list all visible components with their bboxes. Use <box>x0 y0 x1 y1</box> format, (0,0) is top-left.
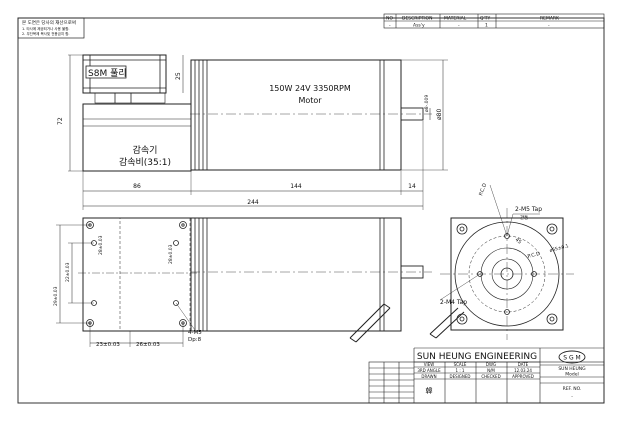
parts-table: NO DESCRIPTION MATERIAL Q'TY REMARK - As… <box>383 13 605 29</box>
note-line-1: 본 도면은 당사의 재산으로써 <box>22 19 76 26</box>
pcd-label-right: P.C.D <box>527 251 541 260</box>
pcd-label-top: P.C.D <box>478 183 488 197</box>
note-line-3: 2. 무단복제 복사및 전용금지 함. <box>22 31 70 36</box>
ref-no-value: - <box>571 395 573 400</box>
m5-top-label: 2-M5 Tap <box>515 206 542 213</box>
parts-header-material: MATERIAL <box>444 16 467 22</box>
dim-motor-80: ø80 <box>436 109 443 120</box>
motor-spec-label: 150W 24V 3350RPM <box>269 84 351 93</box>
top-view: S8M 풀리 감속기 감속비(35:1) 150W 24V 3350RPM Mo… <box>57 54 448 210</box>
dim-shaft-8: ø8-.009 <box>424 95 430 112</box>
reducer-label: 감속기 <box>133 144 158 156</box>
dim-23: 23±0.03 <box>96 342 120 348</box>
parts-cell-description: Ass'y <box>413 23 425 29</box>
parts-cell-qty: 1 <box>485 23 488 29</box>
view-value: 3RD ANGLE <box>417 368 441 373</box>
parts-cell-remark: - <box>548 24 550 29</box>
drawn-header: DRAWN <box>421 374 436 379</box>
pulley-label: S8M 풀리 <box>88 68 127 79</box>
m5-side-label: 4-M5 <box>188 330 202 336</box>
dim-244: 244 <box>247 199 259 206</box>
dim-25: 25 <box>175 72 182 80</box>
motor-front <box>190 217 402 332</box>
end-view: P.C.D 2-M5 Tap 관통 45 P.C.D ø65±0.1 2-M4 … <box>429 183 574 340</box>
pulley <box>82 54 167 104</box>
parts-header-qty: Q'TY <box>480 16 491 22</box>
checked-header: CHECKED <box>481 374 500 379</box>
dim-45: 45 <box>514 237 523 246</box>
dim-65: ø65±0.1 <box>549 243 569 254</box>
han-mark: 韓 <box>426 386 433 395</box>
dim-26: 26±0.03 <box>136 342 160 348</box>
scale-value: 1 : 1 <box>456 368 465 373</box>
motor-body <box>190 59 402 171</box>
drawing-border <box>17 17 605 404</box>
dim-29: 29±0.03 <box>53 286 59 306</box>
dim-28b: 28±0.03 <box>168 244 174 264</box>
parts-header-no: NO <box>386 16 393 22</box>
ref-no-header: REF. NO. <box>563 386 582 392</box>
m5-side-depth: Dp:8 <box>188 337 202 343</box>
parts-header-remark: REMARK <box>540 16 560 22</box>
dwg-value: N/M <box>487 368 495 373</box>
gearbox-front <box>82 217 192 332</box>
parts-cell-no: - <box>389 24 391 29</box>
title-block: SUN HEUNG ENGINEERING VIEW SCALE DWG DAT… <box>368 347 605 404</box>
logo-text: S G M <box>563 355 580 362</box>
company-logo <box>558 350 586 364</box>
reducer-ratio: 감속비(35:1) <box>119 156 171 168</box>
date-value: 12.03.24 <box>514 368 532 373</box>
dim-86: 86 <box>133 183 141 190</box>
model-header: Model <box>565 372 579 378</box>
dim-22: 22±0.03 <box>65 262 71 282</box>
dim-72: 72 <box>57 117 64 125</box>
dim-144: 144 <box>290 183 302 190</box>
logo-company-name: SUN HEUNG <box>558 366 586 372</box>
dim-28a: 28±0.03 <box>98 235 104 255</box>
m5-top-sub: 관통 <box>520 214 528 221</box>
note-line-2: 1. 타사에 제공되거나 사용 불함. <box>22 26 70 31</box>
front-view: 22±0.03 29±0.03 28±0.03 28±0.03 23±0.03 … <box>53 217 432 348</box>
motor-label: Motor <box>298 96 322 105</box>
notes-box: 본 도면은 당사의 재산으로써 1. 타사에 제공되거나 사용 불함. 2. 무… <box>17 17 85 39</box>
approved-header: APPROVED <box>512 374 534 379</box>
parts-cell-material: - <box>458 24 460 29</box>
view-header: VIEW <box>424 362 434 367</box>
date-header: DATE <box>518 362 529 367</box>
dwg-header: DWG <box>486 362 496 367</box>
designed-header: DESIGNED <box>449 374 470 379</box>
pulley-label-box <box>85 65 127 79</box>
dim-14: 14 <box>408 183 416 190</box>
parts-header-description: DESCRIPTION <box>402 16 432 22</box>
company-name: SUN HEUNG ENGINEERING <box>417 352 537 362</box>
m4-tap-label: 2-M4 Tap <box>440 299 467 306</box>
scale-header: SCALE <box>454 362 467 367</box>
